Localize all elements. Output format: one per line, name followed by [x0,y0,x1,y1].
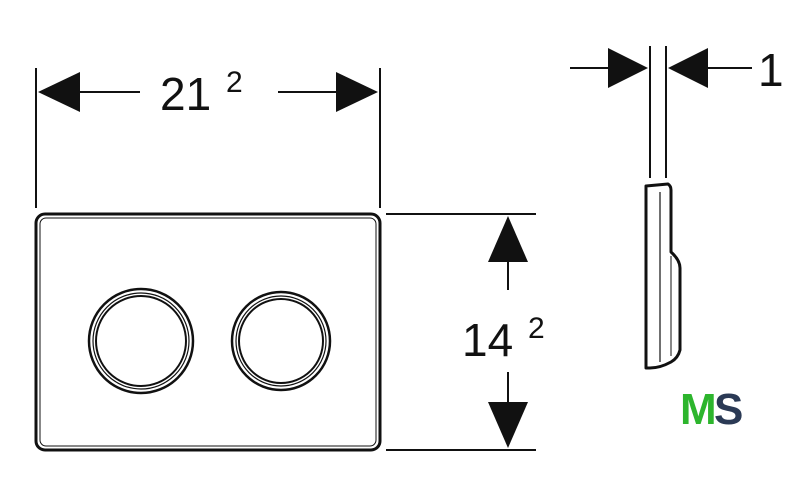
plate-side-profile [644,182,682,370]
depth-arrowhead-left [608,48,648,88]
plate-outline [34,212,382,452]
logo-letter-m: M [680,385,717,434]
height-dimension: 14 2 [386,213,545,451]
height-label: 14 2 [462,312,545,366]
width-arrowhead-right [336,72,378,112]
side-profile-outline [644,182,682,370]
height-value-superscript: 2 [528,312,545,345]
flush-button-large [87,287,195,395]
height-arrowhead-top [488,216,528,262]
width-dimension: 21 2 [35,66,381,208]
height-arrowhead-bottom [488,402,528,448]
depth-value: 1 [758,44,784,96]
height-value: 14 [462,314,513,366]
width-label: 21 2 [160,66,243,120]
depth-dimension: 1 [570,44,784,178]
width-value: 21 [160,68,211,120]
width-arrowhead-left [38,72,80,112]
flush-button-small [230,290,332,392]
logo-letter-s: S [714,385,743,434]
plate-inner-outline [39,217,377,447]
depth-arrowhead-right [668,48,708,88]
depth-label: 1 [758,44,784,96]
ms-logo: M S [680,385,743,434]
width-value-superscript: 2 [226,66,243,99]
front-plate [34,212,382,452]
